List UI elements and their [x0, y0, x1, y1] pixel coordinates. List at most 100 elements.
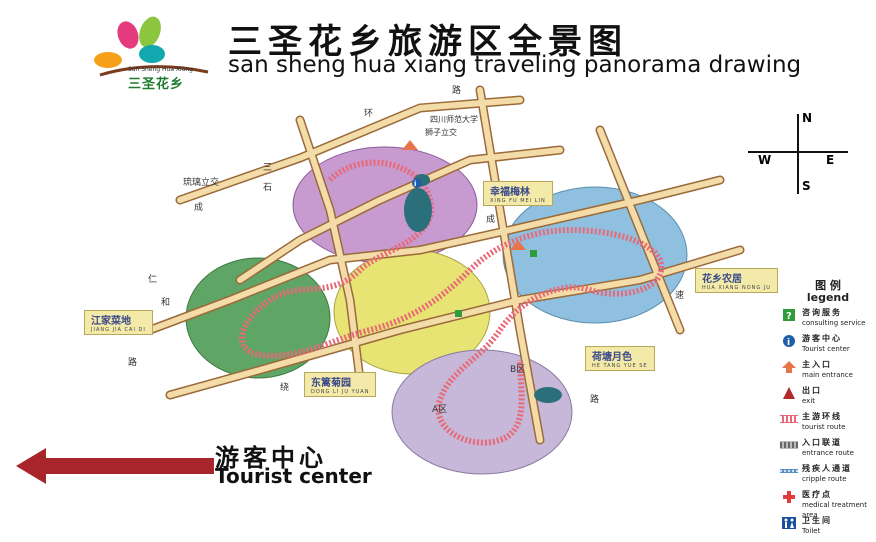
- zone-tag-dongli-juyuan[interactable]: 东篱菊园 DONG LI JU YUAN: [304, 372, 377, 397]
- svg-text:i: i: [787, 338, 790, 347]
- cripple-route-icon: [780, 464, 798, 478]
- road-label: 三: [263, 163, 272, 173]
- svg-text:?: ?: [786, 311, 792, 321]
- logo: [94, 16, 209, 77]
- compass-w: W: [758, 153, 771, 167]
- road-label: 狮子立交: [425, 127, 457, 137]
- zone-tag-jiangjia-caidi[interactable]: 江家菜地 JIANG JIA CAI DI: [84, 310, 153, 335]
- zone-tag-en: JIANG JIA CAI DI: [91, 327, 146, 333]
- main-entrance-arrow-icon: [780, 360, 798, 374]
- legend-label-cn: 入口联道: [802, 438, 842, 447]
- legend-label-cn: 主游环线: [802, 412, 842, 421]
- zone-tag-en: XING FU MEI LIN: [490, 198, 546, 204]
- legend-label-en: exit: [802, 397, 816, 405]
- lake: [404, 188, 432, 232]
- legend-label-cn: 残疾人通道: [802, 464, 852, 473]
- road-label: 成: [486, 213, 495, 225]
- info-icon: i: [780, 334, 798, 348]
- logo-petal: [94, 52, 122, 68]
- legend-label-cn: 游客中心: [802, 334, 842, 343]
- road-label: 和: [161, 297, 170, 308]
- road-network: [145, 85, 745, 445]
- area-label: B区: [510, 364, 525, 375]
- logo-petal: [139, 45, 165, 63]
- legend-label-cn: 咨询服务: [802, 308, 842, 317]
- logo-swoosh: [99, 65, 209, 77]
- service-marker[interactable]: [530, 250, 537, 257]
- service-marker[interactable]: [455, 310, 462, 317]
- road-label: 仁: [148, 273, 157, 285]
- road-label: 环: [364, 108, 373, 119]
- logo-subtitle: San Sheng Hua Xiang: [128, 66, 193, 73]
- tourist-center-label-cn: 游客中心: [215, 444, 327, 472]
- zone-tag-en: HUA XIANG NONG JU: [702, 285, 771, 291]
- zone-tag-cn: 幸福梅林: [490, 187, 530, 198]
- zone-tag-cn: 荷塘月色: [592, 352, 632, 363]
- svg-text:i: i: [414, 180, 416, 188]
- exit-triangle-icon: [780, 386, 798, 400]
- page-title-english: san sheng hua xiang traveling panorama d…: [228, 52, 802, 78]
- legend-label-en: cripple route: [802, 475, 847, 483]
- legend-label-en: tourist route: [802, 423, 846, 431]
- legend: 图 例 legend ? 咨询服务 consulting service i 游客…: [780, 280, 876, 542]
- logo-petal: [117, 21, 139, 49]
- tourist-route-icon: [780, 412, 798, 426]
- lake: [534, 387, 562, 403]
- legend-title-cn: 图 例: [815, 279, 841, 292]
- road-label: 路: [128, 356, 137, 368]
- zone-tag-hetang-yuese[interactable]: 荷塘月色 HE TANG YUE SE: [585, 346, 655, 371]
- question-icon: ?: [780, 308, 798, 322]
- compass-rose: N S E W: [748, 111, 848, 194]
- legend-item: 出口 exit: [780, 386, 876, 412]
- road-label: 成: [194, 201, 203, 213]
- panorama-map: 路 环 三 石 成 仁 和 路 绕 成 速 路 琉璃立交 四川师范大学 狮子立交…: [128, 84, 745, 475]
- toilet-icon: [780, 516, 798, 530]
- compass-e: E: [826, 153, 834, 167]
- legend-label-cn: 卫生间: [802, 516, 832, 525]
- logo-petal: [139, 16, 161, 48]
- legend-label-cn: 出口: [802, 386, 822, 395]
- legend-item: 入口联道 entrance route: [780, 438, 876, 464]
- area-label: A区: [432, 404, 447, 415]
- legend-item: 残疾人通道 cripple route: [780, 464, 876, 490]
- zone-tag-cn: 江家菜地: [91, 316, 131, 327]
- zone-tag-en: DONG LI JU YUAN: [311, 389, 370, 395]
- road-label: 石: [263, 183, 272, 193]
- info-marker[interactable]: [412, 178, 422, 188]
- legend-item: 主游环线 tourist route: [780, 412, 876, 438]
- entrance-marker[interactable]: [510, 240, 526, 250]
- road-label: 四川师范大学: [430, 114, 478, 124]
- compass-n: N: [802, 111, 812, 125]
- entrance-marker[interactable]: [402, 140, 418, 150]
- road-label: 路: [590, 393, 599, 405]
- zone-tag-xingfu-meilin[interactable]: 幸福梅林 XING FU MEI LIN: [483, 181, 553, 206]
- road-label: 绕: [280, 381, 289, 393]
- legend-label-en: consulting service: [802, 319, 866, 327]
- legend-label-en: entrance route: [802, 449, 854, 457]
- logo-text: 三圣花乡: [128, 77, 185, 92]
- entrance-route-icon: [780, 438, 798, 452]
- medical-cross-icon: [780, 490, 798, 504]
- legend-item: 主入口 main entrance: [780, 360, 876, 386]
- tourist-center-label-en: Tourist center: [215, 464, 372, 488]
- tourist-center-arrow-icon[interactable]: [14, 444, 214, 488]
- zone-tag-en: HE TANG YUE SE: [592, 363, 648, 369]
- road-label: 琉璃立交: [183, 176, 219, 188]
- zone-tag-cn: 花乡农居: [702, 274, 742, 285]
- legend-label-en: main entrance: [802, 371, 853, 379]
- legend-label-en: Toilet: [802, 527, 821, 535]
- page-title-chinese: 三圣花乡旅游区全景图: [228, 22, 628, 62]
- tourist-route-line: [238, 159, 665, 446]
- legend-label-cn: 医疗点: [802, 490, 832, 499]
- zone-hetang-yuese[interactable]: [391, 349, 573, 475]
- zone-tag-huaxiang-nongju[interactable]: 花乡农居 HUA XIANG NONG JU: [695, 268, 778, 293]
- legend-item: i 游客中心 Tourist center: [780, 334, 876, 360]
- legend-label-en: Tourist center: [802, 345, 850, 353]
- zone-tag-cn: 东篱菊园: [311, 378, 351, 389]
- compass-s: S: [802, 179, 811, 193]
- legend-label-cn: 主入口: [802, 360, 832, 369]
- legend-title-en: legend: [806, 291, 850, 304]
- road-label: 速: [675, 290, 684, 301]
- legend-item: ? 咨询服务 consulting service: [780, 308, 876, 334]
